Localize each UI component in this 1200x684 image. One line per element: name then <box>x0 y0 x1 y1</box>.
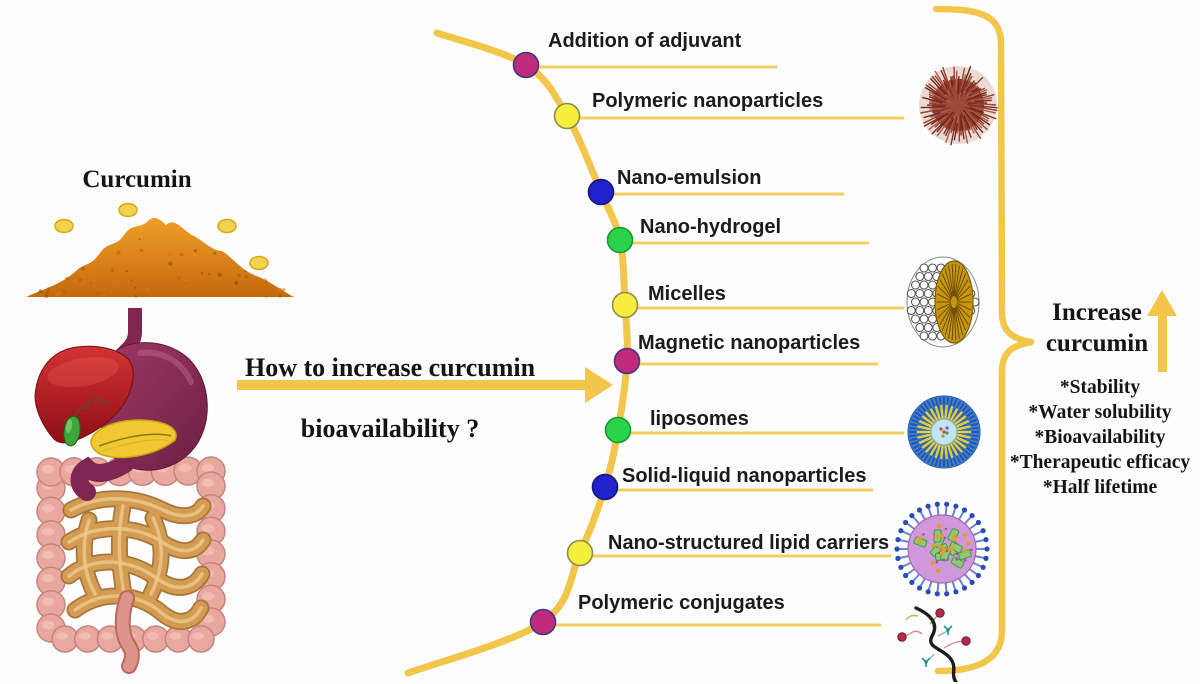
benefit-item-5: *Half lifetime <box>1042 477 1158 498</box>
gallbladder-highlight <box>65 419 73 433</box>
curcumin-powder-icon <box>26 202 294 298</box>
strategy-dot-7 <box>604 416 632 444</box>
strategy-dot-9 <box>566 539 594 567</box>
stomach-highlight <box>137 349 194 385</box>
question-line1: How to increase curcumin <box>244 353 536 382</box>
small-intestine <box>60 490 212 630</box>
liver <box>34 345 134 444</box>
lipid-carrier-icon <box>894 501 990 597</box>
strategy-label-7: liposomes <box>650 408 749 430</box>
strategy-label-2: Polymeric nanoparticles <box>592 90 824 112</box>
strategy-dot-10 <box>529 608 557 636</box>
polymeric-nanoparticle-icon <box>919 65 998 146</box>
increase-arrow-body <box>1158 312 1167 372</box>
pancreas-streak <box>102 439 170 452</box>
strategy-dot-5 <box>611 291 639 319</box>
strategy-dot-3 <box>587 178 615 206</box>
increase-curcumin-title: Increase curcumin <box>1036 297 1158 359</box>
benefits-list: *Stability *Water solubility *Bioavailab… <box>993 375 1200 500</box>
strategy-label-5: Micelles <box>648 283 726 305</box>
bile-duct <box>74 399 109 417</box>
strategy-dot-6 <box>613 347 641 375</box>
strategy-label-1: Addition of adjuvant <box>548 30 742 52</box>
benefit-item-1: *Stability <box>1059 377 1141 398</box>
digestive-system-icon <box>34 308 226 674</box>
strategy-dot-1 <box>512 51 540 79</box>
strategy-dot-2 <box>553 102 581 130</box>
liver-highlight <box>47 356 119 388</box>
polymeric-conjugate-icon <box>897 606 971 682</box>
increase-line1: Increase <box>1052 299 1142 326</box>
curcumin-droplet <box>217 218 237 234</box>
question-arrow-head <box>585 367 613 403</box>
micelle-icon <box>906 256 980 348</box>
increase-line2: curcumin <box>1045 330 1149 357</box>
liposome-icon <box>907 395 981 469</box>
strategy-label-4: Nano-hydrogel <box>640 216 782 238</box>
rectum-fill <box>116 592 138 672</box>
powder-speckles <box>38 238 286 298</box>
curcumin-title: Curcumin <box>82 166 192 193</box>
curcumin-droplet <box>118 202 138 218</box>
benefit-item-2: *Water solubility <box>1028 402 1172 423</box>
strategy-label-9: Nano-structured lipid carriers <box>608 532 890 554</box>
powder-mound <box>26 218 294 297</box>
duodenum <box>70 455 134 501</box>
question-line2: bioavailability ? <box>300 414 480 443</box>
strategy-label-8: Solid-liquid nanoparticles <box>622 465 867 487</box>
strategy-label-6: Magnetic nanoparticles <box>638 332 861 354</box>
benefit-item-4: *Therapeutic efficacy <box>1009 452 1191 473</box>
benefit-item-3: *Bioavailability <box>1034 427 1166 448</box>
curcumin-droplet <box>54 218 74 234</box>
curcumin-droplet <box>249 255 269 271</box>
strategy-label-3: Nano-emulsion <box>617 167 762 189</box>
pancreatic-duct <box>98 433 172 447</box>
strategy-dot-8 <box>591 473 619 501</box>
strategy-label-10: Polymeric conjugates <box>578 592 785 614</box>
strategy-dot-4 <box>606 226 634 254</box>
